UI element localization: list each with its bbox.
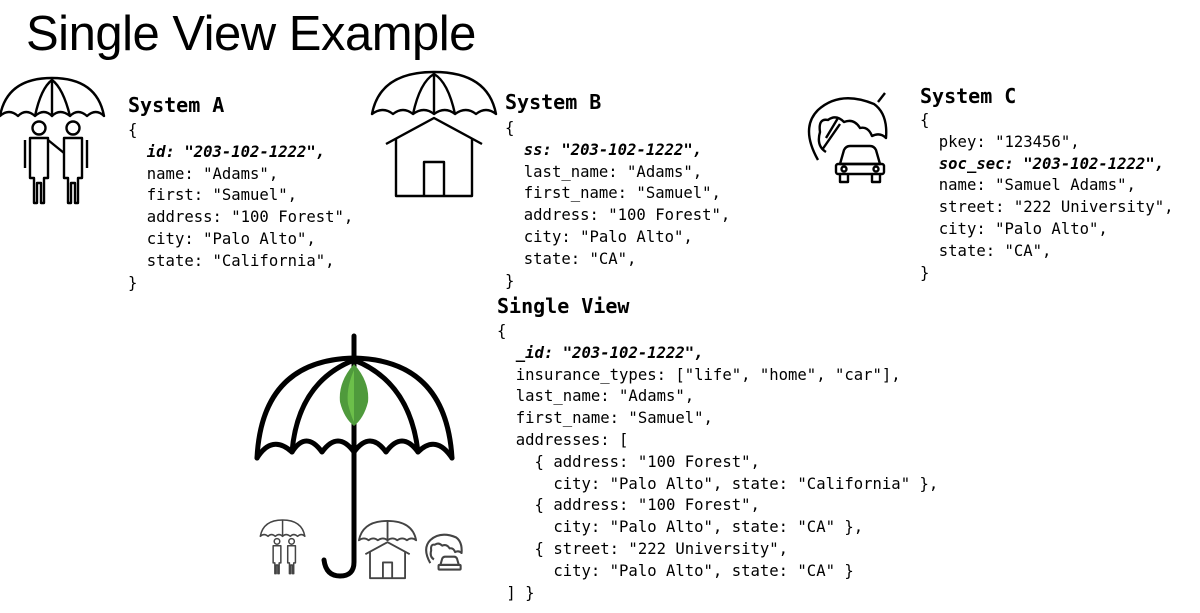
mongodb-leaf-umbrella-icon xyxy=(254,333,455,579)
code-line: city: "Palo Alto", xyxy=(505,227,693,246)
code-line: state: "CA", xyxy=(920,241,1052,260)
code-line: } xyxy=(505,271,515,290)
code-line: first_name: "Samuel", xyxy=(505,184,721,203)
car-umbrella-icon-small xyxy=(425,533,463,571)
code-line: pkey: "123456", xyxy=(920,132,1080,151)
code-line: city: "Palo Alto", state: "California" }… xyxy=(497,474,939,493)
code-line: { xyxy=(128,121,138,139)
code-line: { xyxy=(505,119,515,137)
car-umbrella-icon xyxy=(807,92,888,184)
code-line: city: "Palo Alto", state: "CA" } xyxy=(497,561,854,580)
code-line: addresses: [ xyxy=(497,430,629,449)
family-umbrella-icon-small xyxy=(259,519,306,575)
code-line: ] } xyxy=(497,583,535,602)
code-line: city: "Palo Alto", state: "CA" }, xyxy=(497,518,864,537)
code-line: { xyxy=(920,111,930,129)
code-line-key: ss: "203-102-1222", xyxy=(523,140,703,159)
code-line: address: "100 Forest", xyxy=(128,208,354,227)
code-line: name: "Adams", xyxy=(128,164,279,183)
house-umbrella-icon-small xyxy=(358,520,418,580)
code-line: name: "Samuel Adams", xyxy=(920,176,1136,195)
code-line: state: "California", xyxy=(128,251,335,270)
family-umbrella-icon xyxy=(0,76,106,205)
code-line: first: "Samuel", xyxy=(128,186,297,205)
system-b-json: { ss: "203-102-1222", last_name: "Adams"… xyxy=(505,118,730,292)
code-line: } xyxy=(128,273,138,292)
system-c-label: System C xyxy=(920,84,1017,108)
code-line: state: "CA", xyxy=(505,249,637,268)
page-title: Single View Example xyxy=(26,7,476,61)
code-line: { xyxy=(497,322,507,340)
code-line: } xyxy=(920,263,930,282)
system-b-label: System B xyxy=(505,90,602,114)
code-line: first_name: "Samuel", xyxy=(497,409,713,428)
code-line-key: _id: "203-102-1222", xyxy=(515,343,704,362)
code-line: city: "Palo Alto", xyxy=(128,229,316,248)
system-a-json: { id: "203-102-1222", name: "Adams", fir… xyxy=(128,120,353,294)
code-line: last_name: "Adams", xyxy=(505,162,703,181)
code-line: insurance_types: ["life", "home", "car"]… xyxy=(497,365,901,384)
house-umbrella-icon xyxy=(370,70,498,198)
code-line-key: soc_sec: "203-102-1222", xyxy=(938,154,1165,173)
single-view-label: Single View xyxy=(497,294,630,318)
code-line: { address: "100 Forest", xyxy=(497,452,760,471)
system-a-label: System A xyxy=(128,93,225,117)
code-line: last_name: "Adams", xyxy=(497,387,695,406)
code-line: { address: "100 Forest", xyxy=(497,496,760,515)
code-line: { street: "222 University", xyxy=(497,539,789,558)
code-line-key: id: "203-102-1222", xyxy=(146,142,326,161)
single-view-json: { _id: "203-102-1222", insurance_types: … xyxy=(497,321,938,604)
code-line: street: "222 University", xyxy=(920,198,1174,217)
code-line: city: "Palo Alto", xyxy=(920,219,1108,238)
system-c-json: { pkey: "123456", soc_sec: "203-102-1222… xyxy=(920,110,1173,284)
code-line: address: "100 Forest", xyxy=(505,206,731,225)
